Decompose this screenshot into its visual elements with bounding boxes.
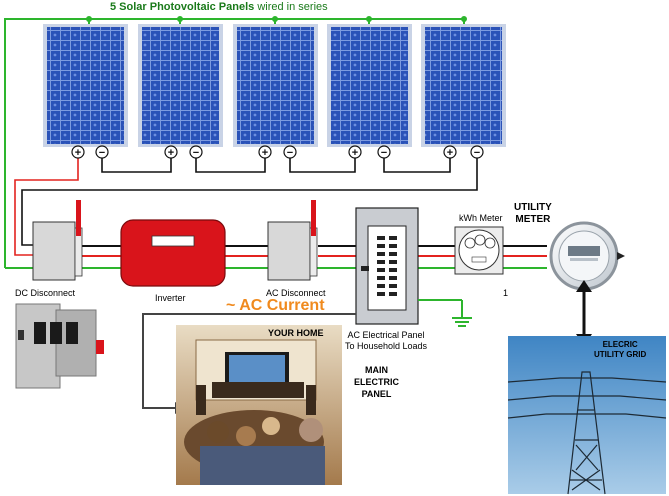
utility-meter-label: UTILITY METER [514, 202, 552, 226]
utility-meter-graphic [547, 221, 627, 292]
ac-disconnect-box [267, 200, 318, 281]
diagram-title-sub: wired in series [257, 1, 328, 13]
dc-disconnect-box [32, 200, 83, 281]
plus-sign: + [262, 147, 268, 159]
diagram-title: 5 Solar Photovoltaic Panels wired in ser… [110, 1, 328, 13]
plus-sign: + [352, 147, 358, 159]
solar-panel-4 [327, 24, 412, 147]
plus-sign: + [168, 147, 174, 159]
minus-sign: − [287, 147, 293, 159]
ac-panel-line-1: AC Electrical Panel [347, 330, 425, 340]
ac-panel-label: AC Electrical Panel To Household Loads [345, 330, 427, 352]
your-home-label: YOUR HOME [268, 328, 324, 338]
main-electric-panel-box [355, 207, 419, 325]
minus-sign: − [381, 147, 387, 159]
meter-small-mark: 1 [503, 288, 509, 298]
panel-terminal-signs: + − + − + − + − + − [75, 147, 480, 159]
kwh-meter-box [454, 226, 504, 275]
utility-grid-picture [507, 336, 667, 495]
dc-disconnect-photo [15, 303, 104, 389]
main-panel-line-1: MAIN [365, 365, 388, 375]
main-panel-line-3: PANEL [361, 389, 392, 399]
ac-panel-line-2: To Household Loads [345, 341, 428, 351]
main-panel-label: MAIN ELECTRIC PANEL [354, 364, 399, 400]
solar-panel-1 [43, 24, 128, 147]
ac-disconnect-label: AC Disconnect [266, 288, 326, 298]
panel-terminals [71, 145, 484, 159]
utility-grid-line-2: UTILITY GRID [594, 350, 647, 359]
utility-meter-line-2: METER [515, 214, 551, 225]
kwh-meter-label: kWh Meter [459, 213, 503, 223]
minus-sign: − [193, 147, 199, 159]
main-panel-line-2: ELECTRIC [354, 377, 399, 387]
series-jumpers [101, 158, 451, 173]
diagram-title-main: 5 Solar Photovoltaic Panels [110, 1, 255, 13]
minus-sign: − [99, 147, 105, 159]
ac-current-label: ~ AC Current [226, 297, 325, 314]
ground-symbol [418, 299, 472, 327]
inverter-box [120, 219, 226, 287]
utility-meter-line-1: UTILITY [514, 202, 552, 213]
utility-grid-line-1: ELECRIC [602, 340, 638, 349]
minus-sign: − [474, 147, 480, 159]
plus-sign: + [75, 147, 81, 159]
solar-panel-2 [138, 24, 223, 147]
plus-sign: + [447, 147, 453, 159]
utility-grid-label: ELECRIC UTILITY GRID [594, 340, 646, 360]
your-home-picture [176, 325, 342, 485]
dc-wires [14, 158, 478, 256]
inverter-label: Inverter [155, 293, 186, 303]
solar-panel-3 [233, 24, 318, 147]
green-series-bus [4, 16, 467, 268]
solar-panel-5 [421, 24, 506, 147]
dc-disconnect-label: DC Disconnect [15, 288, 76, 298]
